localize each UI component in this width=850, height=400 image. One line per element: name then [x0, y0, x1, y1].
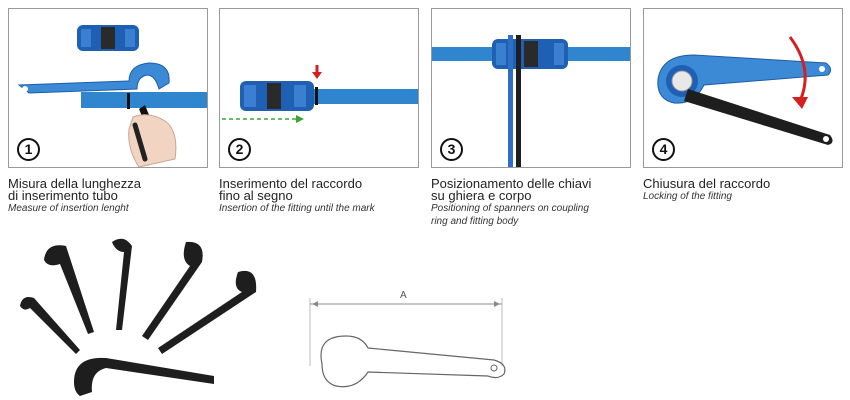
black-spanner-icon	[516, 35, 521, 167]
black-spanner-icon	[684, 89, 833, 145]
wrench-icon	[44, 245, 94, 334]
step-3-illustration	[432, 35, 630, 167]
step-4-label-it: Chiusura del raccordo	[643, 176, 771, 191]
spanner-dimension-drawing	[309, 298, 506, 388]
step-1-label-it: Misura della lunghezza	[8, 176, 141, 191]
wrench-icon	[158, 270, 257, 354]
step-1-label-en: Measure of insertion lenght	[8, 203, 129, 214]
wrench-icon	[74, 357, 214, 396]
step-3-label-en: Positioning of spanners on coupling	[431, 203, 589, 214]
wrench-icon	[142, 241, 203, 340]
step-4-panel: 4	[643, 8, 843, 168]
step-2-label-it: Inserimento del raccordo	[219, 176, 363, 191]
wrench-icon	[112, 238, 132, 330]
step-2-number: 2	[228, 138, 251, 161]
step-1-caption: Misura della lunghezza di inserimento tu…	[8, 176, 218, 215]
pipe-icon	[81, 92, 207, 108]
step-4-caption: Chiusura del raccordo Locking of the fit…	[643, 176, 850, 203]
step-3-panel: 3	[431, 8, 631, 168]
hand-icon	[128, 114, 177, 167]
step-4-illustration	[657, 36, 833, 145]
wrench-icon	[20, 297, 80, 354]
step-1-illustration	[17, 25, 207, 167]
blue-spanner-icon	[508, 35, 513, 167]
pipe-icon	[308, 89, 418, 104]
step-2-panel: 2	[219, 8, 419, 168]
step-3-label-it: Posizionamento delle chiavi	[431, 176, 592, 191]
step-2-label-it-2: fino al segno	[219, 188, 293, 203]
dimension-label: A	[400, 290, 407, 301]
measuring-spanner-icon	[17, 62, 170, 94]
step-4-label-en: Locking of the fitting	[643, 191, 732, 202]
step-2-caption: Inserimento del raccordo fino al segno I…	[219, 176, 429, 215]
blue-spanner-icon	[657, 54, 832, 104]
wrench-assortment	[20, 238, 257, 396]
spanner-outline-icon	[320, 335, 506, 388]
step-1-panel: 1	[8, 8, 208, 168]
insert-arrow-icon	[296, 115, 304, 123]
step-3-number: 3	[440, 138, 463, 161]
rotation-arrow-icon	[792, 97, 808, 109]
step-3-label-it-2: su ghiera e corpo	[431, 188, 532, 203]
step-1-number: 1	[17, 138, 40, 161]
step-2-label-en: Insertion of the fitting until the mark	[219, 203, 375, 214]
mark-arrow-icon	[312, 72, 322, 79]
step-1-label-it-2: di inserimento tubo	[8, 188, 118, 203]
step-4-number: 4	[652, 138, 675, 161]
step-2-illustration	[222, 65, 418, 123]
step-3-caption: Posizionamento delle chiavi su ghiera e …	[431, 176, 641, 228]
step-3-label-en-2: ring and fitting body	[431, 216, 519, 227]
